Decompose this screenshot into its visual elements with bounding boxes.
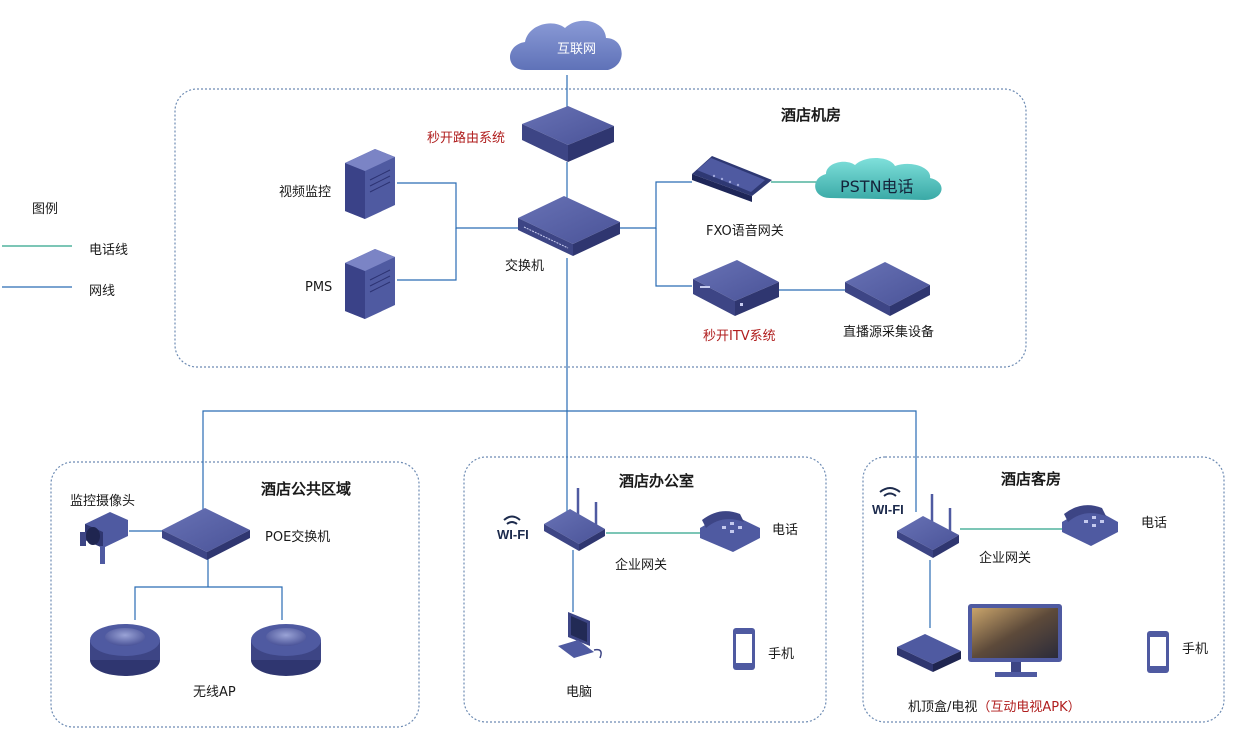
guest-gateway-icon [897,494,959,558]
core-switch-icon [518,196,620,256]
camera-label: 监控摄像头 [70,494,136,509]
phone-lines [606,181,1062,534]
router-label: 秒开路由系统 [427,131,506,146]
tv-icon [968,604,1062,677]
machine-room-box [174,88,1027,368]
office-desk-phone-icon [700,511,760,552]
stb-tv-label-apk: （互动电视APK） [977,700,1081,715]
set-top-box-icon [897,634,961,672]
switch-label: 交换机 [505,259,545,274]
video-server-icon [345,149,395,219]
live-source-device-icon [845,262,930,316]
internet-label: 互联网 [557,42,597,57]
guest-gateway-label: 企业网关 [979,551,1032,566]
office-title: 酒店办公室 [619,472,695,490]
poe-label: POE交换机 [265,530,331,545]
office-mobile-label: 手机 [768,647,795,662]
pc-icon [558,612,602,659]
office-wifi-icon [503,515,521,525]
office-mobile-icon [733,628,755,670]
guest-room-box [862,456,1225,723]
pms-server-icon [345,249,395,319]
security-camera-icon [80,512,128,564]
office-box [463,456,827,723]
guest-phone-label: 电话 [1141,516,1168,531]
pms-label: PMS [305,280,333,295]
itv-label: 秒开ITV系统 [703,329,776,344]
machine-room-title: 酒店机房 [781,106,842,124]
fxo-gateway-icon [692,156,772,202]
internet-cloud-icon [510,20,622,71]
guest-room-title: 酒店客房 [1001,470,1062,488]
wireless-ap-icon-1 [90,624,160,676]
poe-switch-icon [162,508,250,560]
guest-desk-phone-icon [1062,505,1118,546]
guest-wifi-icon [879,487,901,497]
video-label: 视频监控 [279,185,332,200]
fxo-label: FXO语音网关 [706,224,784,239]
network-lines [129,75,931,628]
guest-mobile-icon [1147,631,1169,673]
guest-mobile-label: 手机 [1182,642,1209,657]
guest-wifi-label: WI-FI [872,502,904,517]
wireless-ap-icon-2 [251,624,321,676]
legend-title: 图例 [32,202,59,217]
pstn-label: PSTN电话 [840,177,914,196]
office-phone-label: 电话 [772,523,799,538]
legend-phone-line-label: 电话线 [89,243,129,258]
office-wifi-label: WI-FI [497,527,529,542]
legend-network-line-label: 网线 [89,284,116,299]
public-area-box [50,461,420,728]
live-label: 直播源采集设备 [843,325,935,340]
public-area-title: 酒店公共区域 [261,480,352,498]
office-gateway-label: 企业网关 [615,558,668,573]
pstn-cloud-icon [815,157,942,200]
stb-tv-label-main: 机顶盒/电视 [908,700,978,715]
itv-server-icon [693,260,779,316]
stb-tv-label: 机顶盒/电视（互动电视APK） [908,696,1081,715]
office-gateway-icon [544,488,605,551]
pc-label: 电脑 [566,685,593,700]
ap-label: 无线AP [193,685,236,700]
router-icon [522,106,614,162]
